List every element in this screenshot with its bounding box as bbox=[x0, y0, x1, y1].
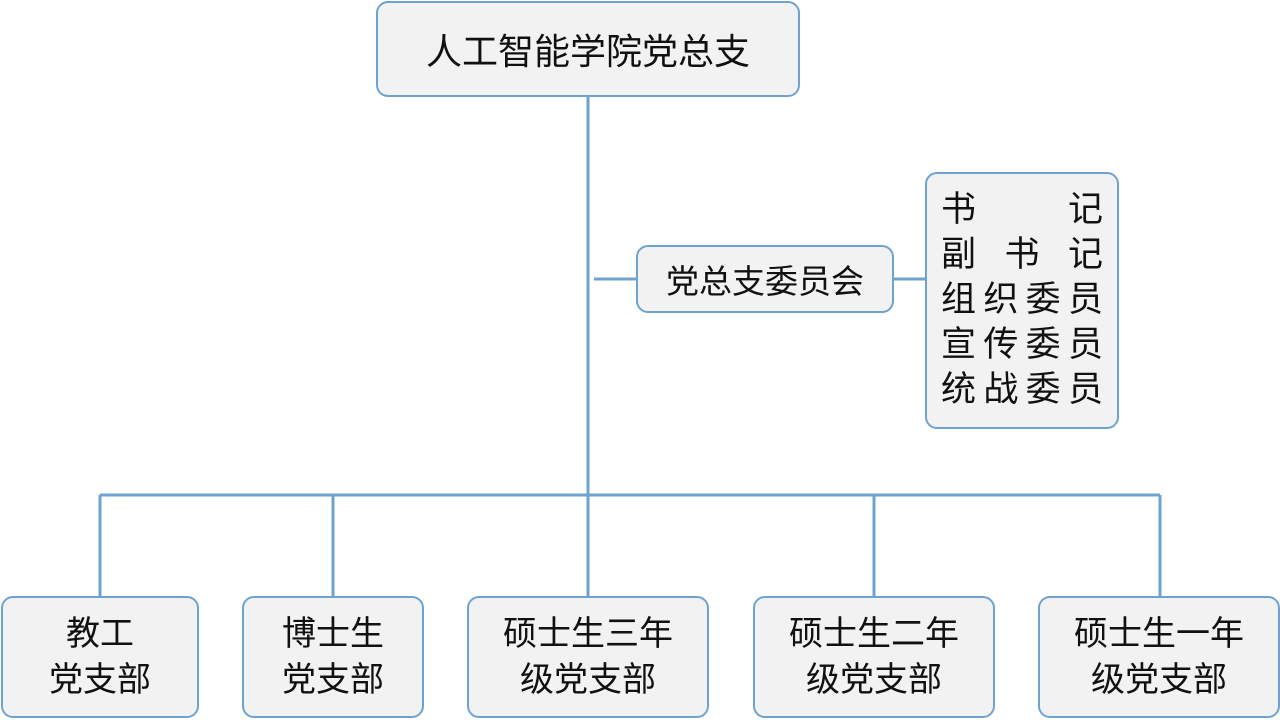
committee-label: 党总支委员会 bbox=[666, 262, 864, 301]
branch-node-master-year1: 硕士生一年 级党支部 bbox=[1038, 596, 1280, 718]
branch-label-line2: 党支部 bbox=[282, 660, 384, 700]
branch-label-line1: 教工 bbox=[66, 614, 134, 654]
branch-label-line1: 博士生 bbox=[282, 614, 384, 654]
branch-node-master-year2: 硕士生二年 级党支部 bbox=[753, 596, 995, 718]
branch-node-master-year3: 硕士生三年 级党支部 bbox=[467, 596, 709, 718]
branch-node-phd: 博士生 党支部 bbox=[242, 596, 424, 718]
committee-roles-box: 书记 副书记 组织委员 宣传委员 统战委员 bbox=[925, 172, 1119, 429]
role-deputy-secretary: 副书记 bbox=[941, 235, 1103, 275]
branch-label-line2: 党支部 bbox=[49, 660, 151, 700]
committee-node: 党总支委员会 bbox=[636, 245, 894, 313]
role-organization-member: 组织委员 bbox=[941, 280, 1103, 320]
branch-label-line2: 级党支部 bbox=[1091, 660, 1227, 700]
role-united-front-member: 统战委员 bbox=[941, 370, 1103, 410]
root-node: 人工智能学院党总支 bbox=[376, 1, 800, 97]
branch-label-line2: 级党支部 bbox=[806, 660, 942, 700]
root-label: 人工智能学院党总支 bbox=[425, 32, 750, 73]
branch-label-line2: 级党支部 bbox=[520, 660, 656, 700]
role-publicity-member: 宣传委员 bbox=[941, 325, 1103, 365]
branch-label-line1: 硕士生三年 bbox=[503, 614, 673, 654]
role-secretary: 书记 bbox=[941, 190, 1103, 230]
branch-node-faculty: 教工 党支部 bbox=[1, 596, 199, 718]
branch-label-line1: 硕士生二年 bbox=[789, 614, 959, 654]
branch-label-line1: 硕士生一年 bbox=[1074, 614, 1244, 654]
